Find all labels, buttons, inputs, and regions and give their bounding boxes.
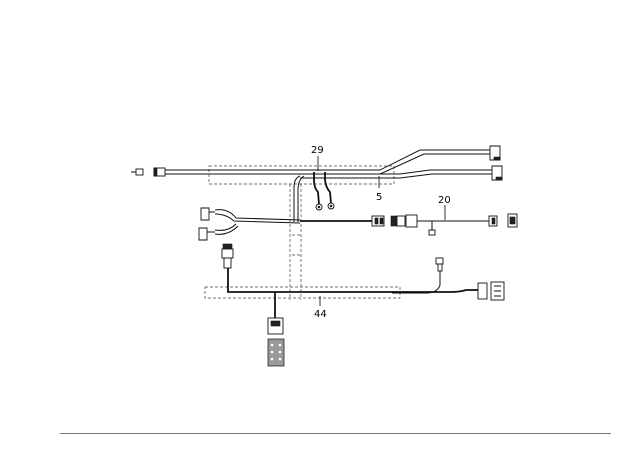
mating-connector bbox=[390, 214, 490, 236]
bottom-socket-connector bbox=[267, 317, 285, 367]
lower-left-connector bbox=[221, 243, 234, 269]
middle-connector-block bbox=[371, 215, 385, 227]
end-plug-20 bbox=[488, 213, 518, 228]
harness-bundle-outlines bbox=[204, 165, 401, 300]
lower-right-pin-connector bbox=[435, 257, 444, 272]
spade-plug-lower bbox=[198, 227, 215, 241]
callout-44: 44 bbox=[314, 309, 327, 320]
middle-harness bbox=[198, 207, 518, 241]
callout-5: 5 bbox=[376, 192, 382, 203]
callout-leaders bbox=[317, 156, 446, 306]
spade-plug-upper bbox=[200, 207, 215, 221]
top-harness bbox=[131, 145, 503, 181]
right-angle-plug-lower bbox=[491, 165, 503, 181]
callout-20: 20 bbox=[438, 195, 451, 206]
bottom-rule bbox=[60, 433, 611, 434]
right-angle-plug-upper bbox=[489, 145, 501, 161]
ring-terminal-leads bbox=[313, 172, 335, 211]
callout-29: 29 bbox=[311, 145, 324, 156]
left-pin-connector bbox=[131, 167, 166, 177]
lower-right-multi-connector bbox=[477, 281, 505, 301]
lower-harness bbox=[221, 243, 505, 367]
trunk-wires bbox=[293, 175, 305, 222]
